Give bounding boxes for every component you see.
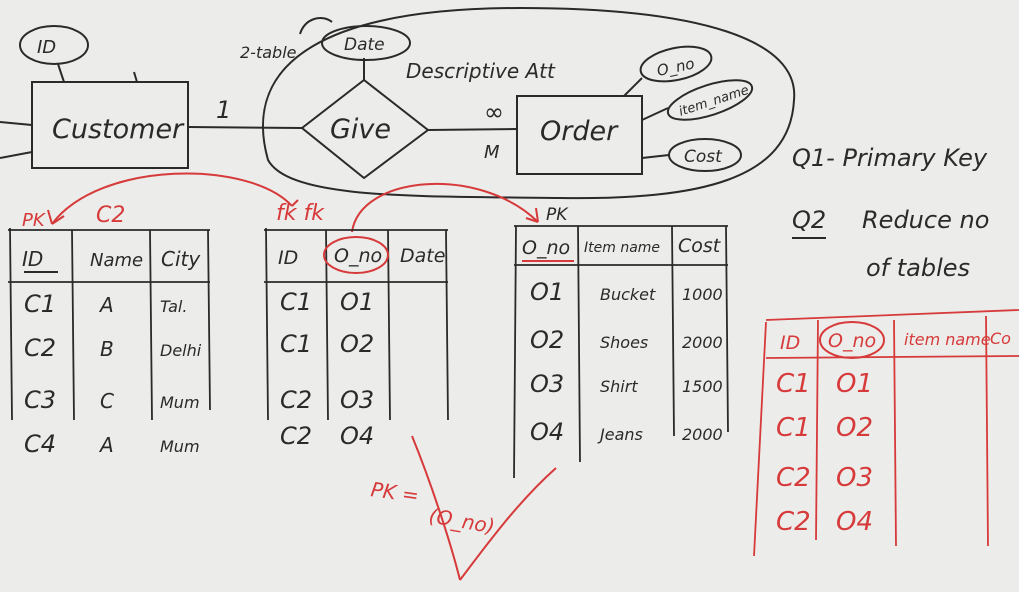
merged-cell-r2-c2: O2 xyxy=(836,413,873,443)
customer-cell-r1-c3: Tal. xyxy=(160,297,187,316)
order-cell-r2-c2: Shoes xyxy=(600,333,648,352)
give-table-headers: ID O_no Date xyxy=(278,245,445,269)
merged-header-ono: O_no xyxy=(828,330,876,352)
merged-header-cost: Co xyxy=(990,329,1011,348)
customer-cell-r3-c2: C xyxy=(100,389,114,413)
order-cell-r1-c1: O1 xyxy=(530,278,564,306)
order-cell-r3-c3: 1500 xyxy=(682,377,723,396)
ono-attribute xyxy=(639,45,713,83)
give-pk-value: (O_no) xyxy=(427,503,496,538)
merged-cell-r1-c2: O1 xyxy=(836,369,873,399)
question-2-label: Q2 xyxy=(792,206,826,234)
merged-table-headers: ID O_no item name Co xyxy=(780,329,1011,354)
merged-header-itemname: item name xyxy=(904,330,991,349)
give-cell-r4-c2: O4 xyxy=(340,422,374,450)
give-header-ono: O_no xyxy=(334,245,382,267)
order-entity-label: Order xyxy=(540,116,619,147)
give-relationship-label: Give xyxy=(330,114,391,145)
customer-cell-r1-c2: A xyxy=(98,293,114,317)
merged-cell-r4-c1: C2 xyxy=(776,507,811,537)
customer-cell-r4-c3: Mum xyxy=(160,437,200,456)
give-cell-r2-c1: C1 xyxy=(280,330,312,358)
order-header-cost: Cost xyxy=(678,235,722,257)
question-1: Q1- Primary Key xyxy=(792,144,988,172)
customer-cell-r4-c1: C4 xyxy=(24,430,56,458)
question-2-line-1: Reduce no xyxy=(862,206,989,234)
customer-cell-r2-c3: Delhi xyxy=(160,341,202,360)
aggregation-loop xyxy=(262,6,796,200)
give-cell-r4-c1: C2 xyxy=(280,422,312,450)
give-relationship xyxy=(300,78,430,180)
id-attribute-label: ID xyxy=(37,37,56,58)
customer-table-headers: ID Name City xyxy=(22,247,201,271)
customer-cell-r2-c1: C2 xyxy=(24,334,56,362)
merged-cell-r2-c1: C1 xyxy=(776,413,811,443)
order-table xyxy=(513,225,729,479)
customer-cell-r2-c2: B xyxy=(100,337,114,361)
order-cell-r4-c3: 2000 xyxy=(682,425,723,444)
order-cell-r3-c2: Shirt xyxy=(600,377,638,396)
customer-header-city: City xyxy=(161,247,201,271)
date-attribute xyxy=(321,25,411,61)
order-cell-r2-c3: 2000 xyxy=(682,333,723,352)
merged-cell-r3-c2: O3 xyxy=(836,463,873,493)
customer-cell-r3-c1: C3 xyxy=(24,386,56,414)
customer-c2-mark: C2 xyxy=(96,203,125,228)
order-header-itemname: Item name xyxy=(584,240,660,256)
order-header-ono: O_no xyxy=(522,237,570,259)
order-cell-r3-c1: O3 xyxy=(530,370,564,398)
give-cell-r2-c2: O2 xyxy=(340,330,374,358)
question-2-line-2: of tables xyxy=(866,254,970,282)
merged-cell-r3-c1: C2 xyxy=(776,463,811,493)
order-entity xyxy=(516,95,643,175)
merged-cell-r4-c2: O4 xyxy=(836,507,873,537)
order-cell-r4-c2: Jeans xyxy=(597,425,643,444)
customer-header-name: Name xyxy=(90,250,143,271)
give-cell-r3-c2: O3 xyxy=(340,386,374,414)
give-cell-r1-c1: C1 xyxy=(280,288,312,316)
merged-cell-r1-c1: C1 xyxy=(776,369,811,399)
order-pk-label: PK xyxy=(546,205,569,225)
order-cell-r4-c1: O4 xyxy=(530,418,564,446)
merged-table xyxy=(753,309,1019,557)
order-cell-r2-c1: O2 xyxy=(530,326,564,354)
merged-header-id: ID xyxy=(780,332,800,354)
merged-ono-circle xyxy=(819,321,885,359)
cardinality-one: 1 xyxy=(216,96,231,124)
customer-cell-r4-c2: A xyxy=(98,433,114,457)
give-cell-r3-c1: C2 xyxy=(280,386,312,414)
customer-pk-label: PK xyxy=(22,210,46,231)
order-table-headers: O_no Item name Cost xyxy=(522,235,722,259)
cardinality-many: ∞ xyxy=(484,98,504,126)
give-cell-r1-c2: O1 xyxy=(340,288,374,316)
pk-strikeout xyxy=(411,435,557,581)
descriptive-attribute-note: Descriptive Att xyxy=(406,59,556,83)
give-header-date: Date xyxy=(400,245,445,267)
give-fk-label: fk fk xyxy=(276,201,325,226)
customer-cell-r1-c1: C1 xyxy=(24,290,56,318)
customer-id-attribute xyxy=(19,25,89,65)
cardinality-m: M xyxy=(484,142,500,163)
order-cell-r1-c3: 1000 xyxy=(682,285,723,304)
fk-arrows xyxy=(47,172,539,233)
give-table xyxy=(264,227,449,421)
give-ono-circle xyxy=(323,236,389,274)
itemname-attribute xyxy=(666,79,754,121)
customer-entity-label: Customer xyxy=(52,114,185,145)
customer-cell-r3-c3: Mum xyxy=(160,393,200,412)
give-pk-note: PK = xyxy=(369,477,420,507)
customer-table xyxy=(8,227,211,421)
cost-attribute-label: Cost xyxy=(684,147,723,167)
two-table-note: 2-table xyxy=(240,43,297,62)
er-diagram xyxy=(0,6,796,200)
order-cell-r1-c2: Bucket xyxy=(600,285,656,304)
date-attribute-label: Date xyxy=(344,35,385,55)
give-header-id: ID xyxy=(278,247,298,269)
customer-header-id: ID xyxy=(22,247,43,271)
